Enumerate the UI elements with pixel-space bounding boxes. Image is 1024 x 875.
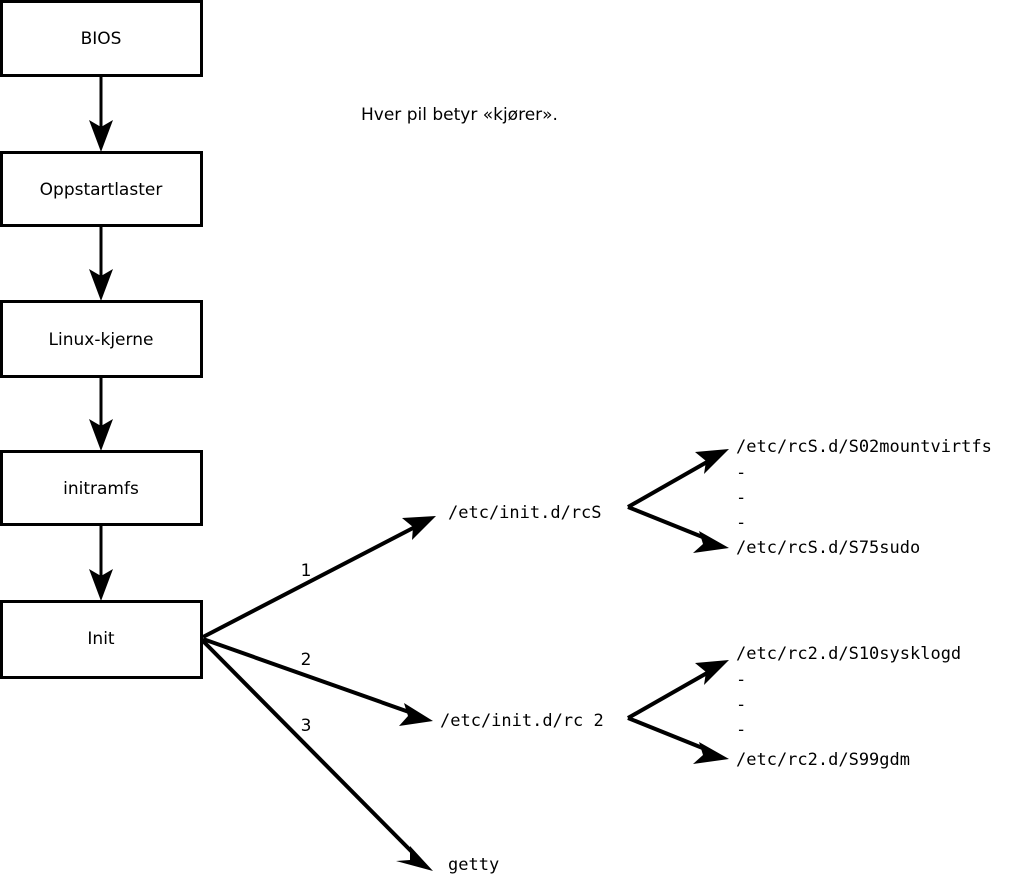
node-oppstartlaster-label: Oppstartlaster bbox=[40, 180, 163, 200]
branch-arrow-3[interactable] bbox=[201, 639, 433, 871]
target-label-rcs[interactable]: /etc/init.d/rcS bbox=[448, 503, 602, 523]
node-linux-kjerne-box[interactable] bbox=[0, 300, 203, 378]
rcs-script-last: /etc/rcS.d/S75sudo bbox=[736, 538, 920, 558]
node-initramfs-label: initramfs bbox=[63, 479, 139, 499]
rcs-arrow-last bbox=[627, 505, 729, 553]
rc2-fanout: /etc/rc2.d/S10sysklogd - - - /etc/rc2.d/… bbox=[627, 644, 961, 770]
rc2-script-last: /etc/rc2.d/S99gdm bbox=[736, 750, 910, 770]
rc2-ellipsis-dash-1: - bbox=[736, 670, 746, 690]
boot-chain-arrows bbox=[89, 76, 113, 601]
rc2-arrow-last bbox=[627, 716, 729, 764]
branch-number-1: 1 bbox=[301, 561, 312, 581]
branch-number-2: 2 bbox=[301, 650, 312, 670]
rc2-ellipsis-dash-2: - bbox=[736, 695, 746, 715]
branch-arrow-1[interactable] bbox=[202, 516, 436, 639]
node-oppstartlaster-box[interactable] bbox=[0, 151, 203, 227]
node-linux-kjerne[interactable]: Linux-kjerne bbox=[0, 300, 203, 378]
rcs-script-first: /etc/rcS.d/S02mountvirtfs bbox=[736, 437, 992, 457]
node-bios-box[interactable] bbox=[0, 0, 203, 77]
rcs-fanout: /etc/rcS.d/S02mountvirtfs - - - /etc/rcS… bbox=[627, 437, 992, 558]
node-initramfs[interactable]: initramfs bbox=[0, 450, 203, 526]
boot-chain-column: BIOS Oppstartlaster Linux-kjerne initram… bbox=[0, 0, 203, 679]
init-branch-arrows: 1 2 3 bbox=[201, 516, 436, 871]
arrow-bios-to-oppstartlaster bbox=[89, 76, 113, 152]
rc2-script-first: /etc/rc2.d/S10sysklogd bbox=[736, 644, 961, 664]
node-linux-kjerne-label: Linux-kjerne bbox=[49, 330, 154, 350]
branch-number-3: 3 bbox=[301, 716, 312, 736]
rcs-arrow-first bbox=[627, 449, 729, 509]
branch-targets: /etc/init.d/rcS /etc/init.d/rc 2 getty bbox=[440, 503, 604, 875]
node-bios[interactable]: BIOS bbox=[0, 0, 203, 77]
node-oppstartlaster[interactable]: Oppstartlaster bbox=[0, 151, 203, 227]
node-init-box[interactable] bbox=[0, 600, 203, 679]
rc2-arrow-first bbox=[627, 660, 729, 720]
target-label-rc2[interactable]: /etc/init.d/rc 2 bbox=[440, 711, 604, 731]
target-label-getty[interactable]: getty bbox=[448, 855, 499, 875]
arrow-oppstartlaster-to-linux-kjerne bbox=[89, 226, 113, 301]
rcs-ellipsis-dash-3: - bbox=[736, 513, 746, 533]
node-bios-label: BIOS bbox=[81, 29, 122, 49]
node-initramfs-box[interactable] bbox=[0, 450, 203, 526]
rcs-ellipsis-dash-2: - bbox=[736, 488, 746, 508]
diagram-caption: Hver pil betyr «kjører». bbox=[361, 105, 558, 125]
node-init-label: Init bbox=[87, 629, 115, 649]
node-init[interactable]: Init bbox=[0, 600, 203, 679]
rc2-ellipsis-dash-3: - bbox=[736, 720, 746, 740]
rcs-ellipsis-dash-1: - bbox=[736, 463, 746, 483]
arrow-linux-kjerne-to-initramfs bbox=[89, 377, 113, 451]
arrow-initramfs-to-init bbox=[89, 525, 113, 601]
branch-arrow-2[interactable] bbox=[202, 637, 433, 726]
